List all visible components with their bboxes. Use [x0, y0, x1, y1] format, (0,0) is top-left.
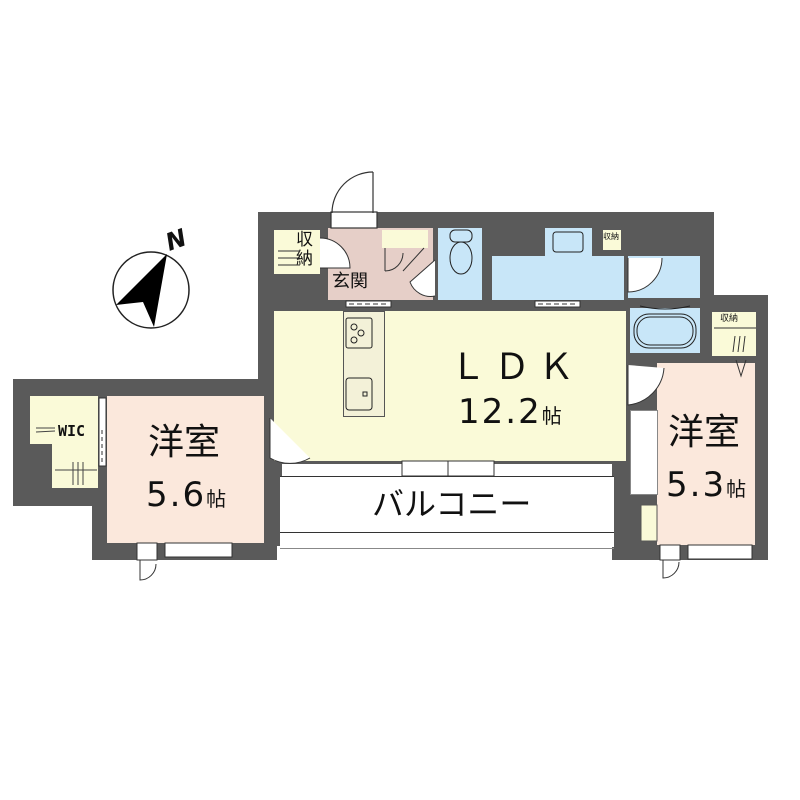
ldk-name: ＬＤＫ [450, 347, 583, 388]
wic-label: WIC [58, 422, 86, 440]
western-room-right-name: 洋室 [668, 412, 741, 453]
western-room-left [107, 396, 264, 543]
wic-room-lower [52, 444, 98, 488]
ldk-right-door-icon [627, 365, 665, 406]
storage-entrance-label: 収 納 [296, 230, 313, 269]
storage-right-label: 収納 [720, 314, 739, 324]
entrance-label: 玄関 [332, 271, 368, 292]
bathtub-icon [633, 305, 697, 349]
wic-door-icon [98, 397, 107, 467]
ldk-left-door-icon [269, 418, 311, 464]
toilet-icon [449, 229, 473, 275]
western-room-left-area: 5.6帖 [146, 475, 227, 515]
toilet-door-icon [409, 259, 436, 297]
balcony-window-icon [401, 460, 495, 477]
washbasin-icon [552, 231, 584, 253]
sink-icon [345, 377, 373, 411]
storage-right-shelves-icon [714, 327, 756, 378]
wic-room [30, 396, 98, 444]
storage-small-label: 収納 [603, 232, 619, 241]
shoe-closet [382, 230, 428, 248]
western-room-left-name: 洋室 [148, 422, 221, 463]
washroom [492, 256, 624, 300]
wall-balcony-left [262, 464, 282, 546]
storage-right [712, 312, 756, 356]
bathroom-door-icon [627, 257, 663, 293]
entrance-sliding-door-icon [345, 300, 392, 308]
balcony-rail [280, 532, 614, 533]
kitchen-counter [343, 311, 385, 417]
toilet-room [438, 228, 482, 300]
right-room-window-icon [659, 544, 753, 579]
shoe-closet-door-icon [384, 247, 425, 272]
compass-icon [112, 251, 190, 329]
storage-door-icon [319, 237, 351, 269]
washroom-sliding-door-icon [534, 300, 581, 308]
closet-right [630, 410, 658, 495]
wic-shelves-icon [35, 427, 97, 485]
balcony [280, 476, 614, 547]
ldk-room [274, 311, 626, 461]
western-room-right [657, 363, 755, 545]
western-room-right-area: 5.3帖 [666, 465, 747, 505]
entrance-door-icon [330, 171, 378, 229]
balcony-label: バルコニー [372, 485, 532, 523]
left-room-window-icon [136, 542, 233, 581]
storage-entrance-room [274, 230, 320, 274]
ldk-area: 12.2帖 [458, 392, 562, 432]
right-closet-hatch-icon [640, 504, 658, 542]
wall-balcony-right [614, 464, 634, 560]
stove-icon [345, 317, 373, 349]
balcony-rail-2 [280, 548, 614, 549]
storage-entrance-shelves-icon [278, 250, 300, 266]
storage-small [603, 230, 621, 250]
